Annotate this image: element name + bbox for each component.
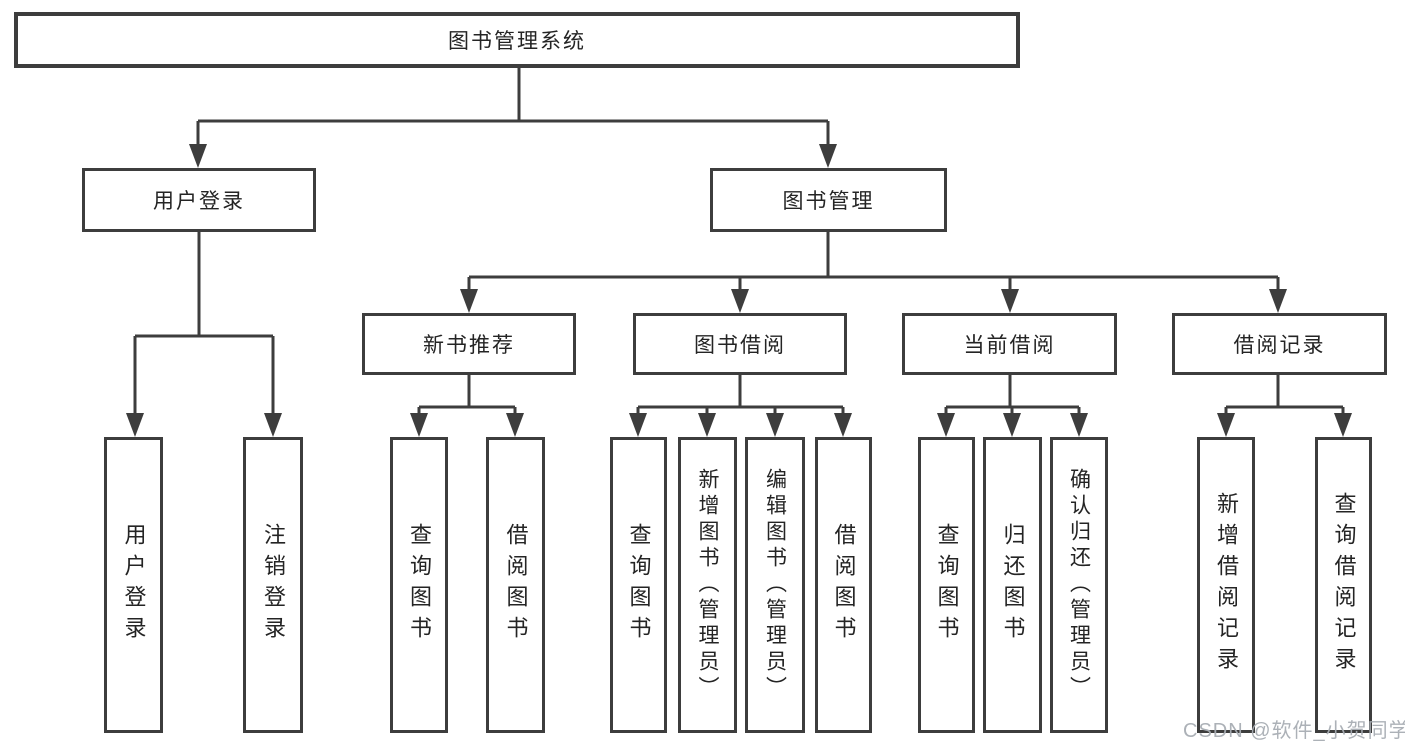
node-label: 新增借阅记录	[1214, 492, 1239, 678]
node-label: 编辑图书（管理员）	[763, 468, 787, 702]
node-label: 查询借阅记录	[1331, 492, 1357, 678]
leaf-add-borrow-record: 新增借阅记录	[1197, 437, 1255, 733]
node-book-management-module: 图书管理	[710, 168, 947, 232]
node-label: 查询图书	[407, 523, 432, 647]
node-label: 用户登录	[121, 523, 147, 647]
node-borrow-records: 借阅记录	[1172, 313, 1387, 375]
leaf-edit-book-admin: 编辑图书（管理员）	[745, 437, 805, 733]
node-user-login-module: 用户登录	[82, 168, 316, 232]
node-label: 借阅记录	[1233, 334, 1326, 357]
leaf-user-login: 用户登录	[104, 437, 163, 733]
node-root-system: 图书管理系统	[14, 12, 1020, 68]
leaf-borrow-books-recommend: 借阅图书	[486, 437, 545, 733]
leaf-add-book-admin: 新增图书（管理员）	[678, 437, 737, 733]
node-label: 图书管理	[782, 190, 875, 213]
node-label: 新书推荐	[423, 334, 515, 357]
node-label: 图书管理系统	[448, 30, 586, 53]
node-label: 借阅图书	[503, 523, 529, 647]
leaf-query-books-recommend: 查询图书	[390, 437, 448, 733]
node-book-borrowing: 图书借阅	[633, 313, 847, 375]
node-label: 归还图书	[1000, 523, 1026, 647]
leaf-query-borrow-record: 查询借阅记录	[1315, 437, 1372, 733]
leaf-query-books-borrowing: 查询图书	[610, 437, 667, 733]
node-current-borrowing: 当前借阅	[902, 313, 1117, 375]
csdn-watermark: CSDN @软件_小贺同学	[1183, 720, 1405, 742]
leaf-query-books-current: 查询图书	[918, 437, 975, 733]
node-label: 图书借阅	[694, 334, 786, 357]
node-label: 借阅图书	[831, 523, 857, 647]
leaf-borrow-books: 借阅图书	[815, 437, 872, 733]
node-label: 查询图书	[934, 523, 960, 647]
node-label: 注销登录	[261, 523, 286, 647]
leaf-confirm-return-admin: 确认归还（管理员）	[1050, 437, 1108, 733]
node-label: 用户登录	[153, 190, 245, 213]
node-label: 新增图书（管理员）	[696, 468, 719, 702]
node-label: 查询图书	[626, 523, 652, 647]
leaf-logout: 注销登录	[243, 437, 303, 733]
leaf-return-books: 归还图书	[983, 437, 1042, 733]
node-label: 当前借阅	[963, 334, 1056, 357]
node-label: 确认归还（管理员）	[1067, 468, 1091, 702]
node-new-book-recommend: 新书推荐	[362, 313, 576, 375]
